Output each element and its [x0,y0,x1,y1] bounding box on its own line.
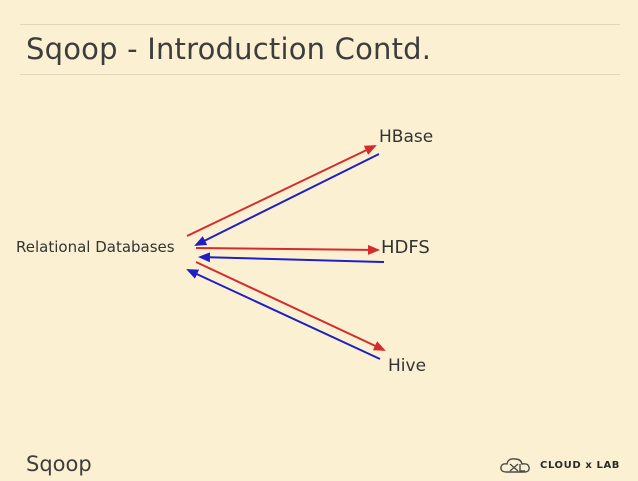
target-label-hive: Hive [388,356,427,376]
import-arrow-hive [195,261,386,351]
target-label-hbase: HBase [379,127,434,147]
slide-title: Sqoop - Introduction Contd. [26,32,432,66]
logo-text: CLOUD x LAB [540,460,621,471]
target-label-hdfs: HDFS [381,237,430,258]
export-arrow-hbase [194,153,380,246]
export-arrow-hdfs [198,252,385,263]
title-divider [20,74,620,75]
cloud-xl-icon [500,458,530,473]
cloudxlab-logo: CLOUD x LAB [498,455,621,477]
top-divider [20,24,620,25]
export-arrow-hive [186,269,381,360]
footer-label: Sqoop [26,452,92,476]
import-arrow-hdfs [195,244,380,255]
source-label-relational-databases: Relational Databases [16,238,175,256]
import-arrow-hbase [186,145,377,237]
